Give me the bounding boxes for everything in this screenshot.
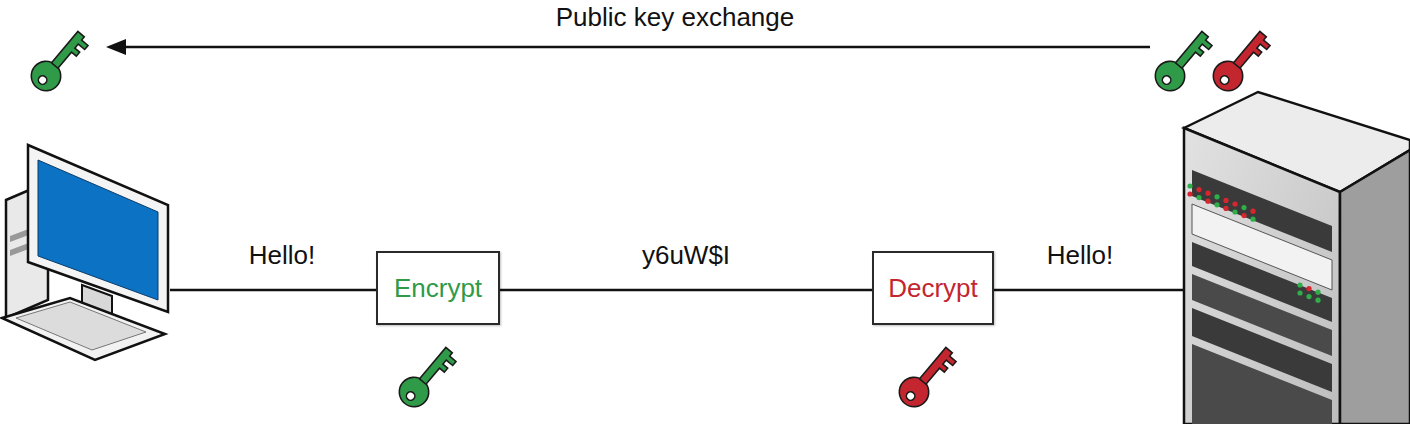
process-box: Encrypt [376, 251, 500, 325]
arrow-label: Public key exchange [553, 3, 797, 33]
art-shape [2, 298, 165, 360]
art-shape [1232, 201, 1237, 206]
art-shape [1196, 187, 1201, 192]
art-shape [1207, 25, 1274, 97]
art-shape [1306, 294, 1311, 299]
art-shape [1241, 205, 1246, 210]
art-shape [1297, 282, 1302, 287]
art-shape [1297, 290, 1302, 295]
art-shape [1196, 195, 1201, 200]
message-label: Hello! [1044, 241, 1116, 271]
computer-illustration [2, 145, 168, 360]
art-shape [1187, 183, 1192, 188]
art-shape [1250, 217, 1255, 222]
process-box: Decrypt [872, 251, 994, 325]
art-shape [1232, 209, 1237, 214]
art-shape [1214, 194, 1219, 199]
art-shape [993, 289, 1184, 292]
box-label: Encrypt [394, 274, 482, 303]
art-shape [1223, 206, 1228, 211]
art-shape [1241, 213, 1246, 218]
server-illustration [1184, 92, 1410, 424]
art-shape [1205, 191, 1210, 196]
box-label: Decrypt [888, 274, 978, 303]
art-shape [1340, 150, 1410, 424]
art-shape [1306, 286, 1311, 291]
art-shape [1214, 202, 1219, 207]
art-shape [1192, 344, 1332, 424]
art-shape [893, 341, 960, 413]
art-shape [393, 341, 460, 413]
edge-label: y6uW$I [639, 241, 733, 271]
art-shape [106, 39, 126, 55]
art-shape [28, 145, 168, 312]
exchange-arrow [106, 39, 1150, 55]
art-shape [16, 302, 146, 350]
art-shape [1315, 290, 1320, 295]
art-shape [122, 46, 1150, 49]
art-shape [1315, 298, 1320, 303]
art-shape [1187, 191, 1192, 196]
art-shape [1149, 25, 1216, 97]
wires [170, 290, 1184, 291]
art-shape [38, 160, 158, 300]
art-shape [1223, 198, 1228, 203]
key-icons [25, 25, 1274, 413]
art-shape [1184, 128, 1340, 424]
art-shape [1187, 183, 1320, 302]
message-label: Hello! [246, 241, 318, 271]
art-shape [25, 25, 92, 97]
connector [500, 289, 872, 292]
art-shape [170, 289, 377, 292]
art-shape [1250, 209, 1255, 214]
art-shape [1205, 199, 1210, 204]
